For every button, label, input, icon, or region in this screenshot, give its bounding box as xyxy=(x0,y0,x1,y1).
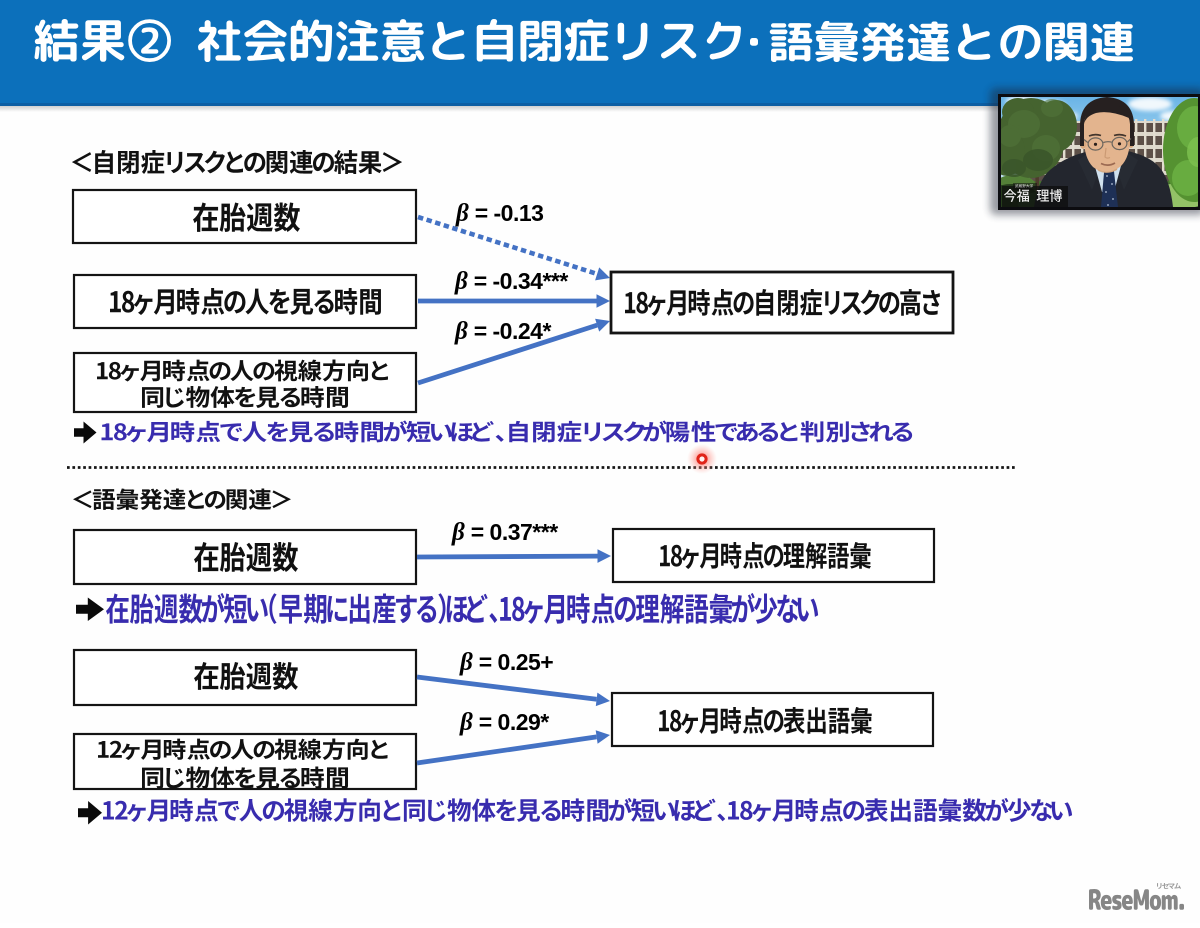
svg-text:β = -0.13: β = -0.13 xyxy=(455,200,543,227)
svg-text:β = 0.29*: β = 0.29* xyxy=(459,709,549,736)
svg-text:β = -0.34***: β = -0.34*** xyxy=(454,268,568,295)
svg-text:β = 0.25+: β = 0.25+ xyxy=(459,649,553,676)
svg-text:β = 0.37***: β = 0.37*** xyxy=(451,519,558,546)
svg-text:β = -0.24*: β = -0.24* xyxy=(454,318,551,345)
